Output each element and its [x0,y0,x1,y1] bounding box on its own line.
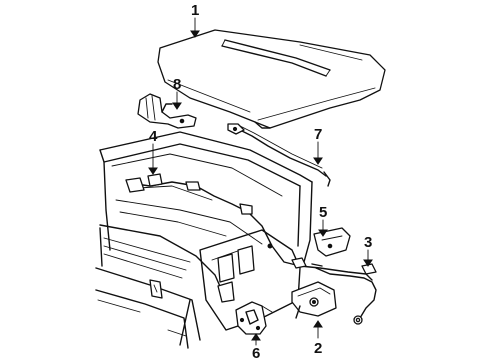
cable-end [311,263,377,325]
torsion-rod [227,123,331,187]
callout-label-1: 1 [191,2,199,19]
hinge-assembly [137,93,197,129]
trunk-latch [291,281,337,319]
trunk-lid [157,29,386,129]
callout-label-6: 6 [252,345,260,360]
vehicle-body [95,131,313,349]
latch-striker [235,301,273,335]
latch-bracket [313,227,351,257]
callout-label-8: 8 [173,76,181,93]
callout-label-7: 7 [314,126,322,143]
callouts [148,17,373,346]
callout-label-4: 4 [149,128,158,145]
callout-label-5: 5 [319,204,327,221]
callout-label-2: 2 [314,340,322,357]
callout-label-3: 3 [364,234,372,251]
release-cable [125,173,373,281]
